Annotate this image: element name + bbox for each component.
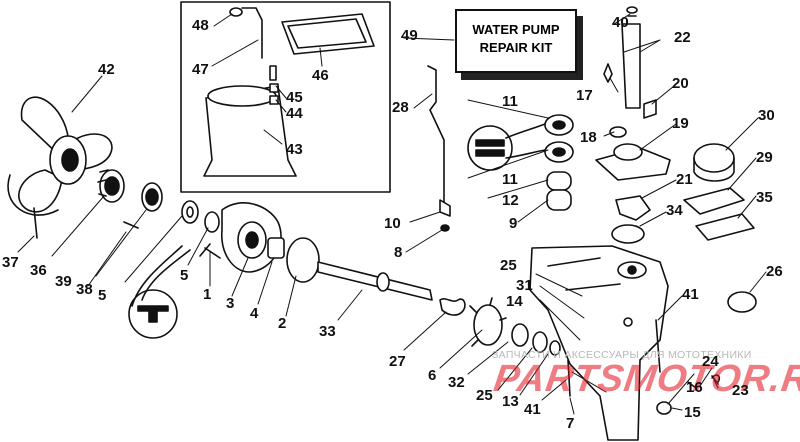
callout-34: 34 [666, 202, 683, 219]
callout-41a: 41 [682, 286, 699, 303]
gearcase-housing [529, 245, 669, 441]
callout-18: 18 [580, 129, 597, 146]
callout-41b: 41 [524, 401, 541, 418]
callout-23: 23 [732, 382, 749, 399]
kit-title-line2: REPAIR KIT [479, 40, 553, 55]
callout-27: 27 [389, 353, 406, 370]
callout-4: 4 [250, 305, 259, 322]
callout-37: 37 [2, 254, 19, 271]
callout-12: 12 [502, 192, 519, 209]
callout-48: 48 [192, 17, 209, 34]
callout-24: 24 [702, 353, 719, 370]
callout-46: 46 [312, 67, 329, 84]
callout-11a: 11 [502, 93, 518, 110]
callout-44: 44 [286, 105, 303, 122]
callout-15: 15 [684, 404, 701, 421]
callout-14: 14 [506, 293, 523, 310]
callout-38: 38 [76, 281, 93, 298]
water-pump-repair-kit-box: WATER PUMP REPAIR KIT [455, 9, 577, 73]
callout-16: 16 [686, 379, 703, 396]
spline-drive [97, 169, 163, 212]
kit-title-line1: WATER PUMP [472, 22, 560, 37]
callout-17: 17 [576, 87, 593, 104]
callout-40: 40 [612, 14, 629, 31]
callout-9: 9 [509, 215, 518, 232]
callout-26: 26 [766, 263, 783, 280]
callout-19: 19 [672, 115, 689, 132]
callout-5a: 5 [180, 267, 189, 284]
callout-25b: 25 [476, 387, 493, 404]
watermark-tagline: ЗАПЧАСТИ И АКСЕССУАРЫ ДЛЯ МОТОТЕХНИКИ [492, 349, 752, 361]
inset-frame [180, 1, 391, 193]
leader-lines [17, 13, 767, 415]
callout-45: 45 [286, 89, 303, 106]
callout-31: 31 [516, 277, 533, 294]
callout-1: 1 [203, 286, 212, 303]
callout-11b: 11 [502, 171, 518, 188]
callout-42: 42 [98, 61, 115, 78]
callout-5b: 5 [98, 287, 107, 304]
inset-parts [203, 7, 375, 177]
callout-29: 29 [756, 149, 773, 166]
callout-25a: 25 [500, 257, 517, 274]
callout-8: 8 [394, 244, 403, 261]
callout-21: 21 [676, 171, 693, 188]
callout-13: 13 [502, 393, 519, 410]
callout-47: 47 [192, 61, 209, 78]
callout-35: 35 [756, 189, 773, 206]
callout-6: 6 [428, 367, 437, 384]
propeller [7, 96, 113, 216]
callout-10: 10 [384, 215, 401, 232]
callout-33: 33 [319, 323, 336, 340]
callout-30: 30 [758, 107, 775, 124]
callout-28: 28 [392, 99, 409, 116]
callout-39: 39 [55, 273, 72, 290]
bearing-carrier [221, 202, 285, 273]
callout-43: 43 [286, 141, 303, 158]
callout-49: 49 [401, 27, 418, 44]
callout-36: 36 [30, 262, 47, 279]
callout-32: 32 [448, 374, 465, 391]
callout-3: 3 [226, 295, 235, 312]
callout-20: 20 [672, 75, 689, 92]
callout-22: 22 [674, 29, 691, 46]
callout-7: 7 [566, 415, 575, 432]
propeller-shaft [317, 261, 433, 301]
callout-2: 2 [278, 315, 287, 332]
watermark-brand: PARTSMOTOR.RU [491, 358, 800, 400]
